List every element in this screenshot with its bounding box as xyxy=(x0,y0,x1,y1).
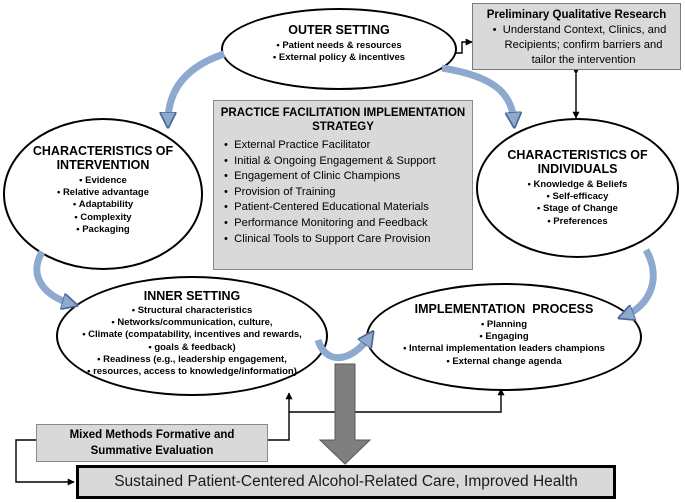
outer-setting-list: Patient needs & resources External polic… xyxy=(223,40,455,64)
characteristics-of-intervention-list: Evidence Relative advantage Adaptability… xyxy=(5,175,201,236)
strategy-item: Patient-Centered Educational Materials xyxy=(224,200,466,216)
inner-setting-item: Climate (compatability, incentives and r… xyxy=(58,329,326,341)
outer-setting-title: OUTER SETTING xyxy=(288,23,390,37)
process-item: Internal implementation leaders champion… xyxy=(368,343,640,355)
process-item: Planning xyxy=(368,319,640,331)
inner-setting-title: INNER SETTING xyxy=(143,289,241,303)
strategy-item: Initial & Ongoing Engagement & Support xyxy=(224,154,466,170)
outer-setting-item: External policy & incentives xyxy=(223,52,455,64)
intervention-item: Relative advantage xyxy=(5,187,201,199)
outcome-text: Sustained Patient-Centered Alcohol-Relat… xyxy=(114,473,578,490)
inner-setting-item: Readiness (e.g., leadership engagement, xyxy=(58,354,326,366)
characteristics-of-individuals-list: Knowledge & Beliefs Self-efficacy Stage … xyxy=(478,179,677,228)
practice-facilitation-strategy-box: PRACTICE FACILITATION IMPLEMENTATION STR… xyxy=(213,100,473,270)
mixed-methods-evaluation-box: Mixed Methods Formative and Summative Ev… xyxy=(36,424,268,462)
intervention-item: Complexity xyxy=(5,212,201,224)
strategy-item: Performance Monitoring and Feedback xyxy=(224,216,466,232)
process-item: External change agenda xyxy=(368,356,640,368)
inner-setting-item-continued: goals & feedback) xyxy=(58,342,326,354)
preliminary-research-title: Preliminary Qualitative Research xyxy=(486,9,667,21)
characteristics-of-intervention-ellipse: CHARACTERISTICS OF INTERVENTION Evidence… xyxy=(3,118,203,270)
preliminary-research-text: Understand Context, Clinics, and Recipie… xyxy=(502,24,667,66)
strategy-item: Engagement of Clinic Champions xyxy=(224,169,466,185)
intervention-item: Adaptability xyxy=(5,199,201,211)
characteristics-of-individuals-ellipse: CHARACTERISTICS OF INDIVIDUALS Knowledge… xyxy=(476,118,679,258)
evaluation-to-outcome-connector xyxy=(15,439,75,486)
individuals-item: Self-efficacy xyxy=(478,191,677,203)
process-item: Engaging xyxy=(368,331,640,343)
inner-setting-item: Networks/communication, culture, xyxy=(58,317,326,329)
evaluation-line1: Mixed Methods Formative and xyxy=(69,429,235,441)
intervention-item: Packaging xyxy=(5,224,201,236)
characteristics-of-intervention-title-line2: INTERVENTION xyxy=(56,158,150,172)
evaluation-to-process-connector xyxy=(289,388,505,413)
strategy-item: Provision of Training xyxy=(224,185,466,201)
preliminary-research-box: Preliminary Qualitative Research • Under… xyxy=(472,3,681,70)
strategy-list: External Practice Facilitator Initial & … xyxy=(214,138,472,247)
evaluation-to-inner-connector xyxy=(268,392,293,441)
intervention-item: Evidence xyxy=(5,175,201,187)
inner-setting-list: Structural characteristics Networks/comm… xyxy=(58,305,326,378)
inner-setting-ellipse: INNER SETTING Structural characteristics… xyxy=(56,276,328,396)
implementation-process-title: IMPLEMENTATION PROCESS xyxy=(414,302,594,316)
strategy-title: PRACTICE FACILITATION IMPLEMENTATION STR… xyxy=(220,107,466,133)
sustained-care-outcome-box: Sustained Patient-Centered Alcohol-Relat… xyxy=(76,465,616,499)
implementation-process-list: Planning Engaging Internal implementatio… xyxy=(368,319,640,368)
individuals-item: Knowledge & Beliefs xyxy=(478,179,677,191)
evaluation-line2: Summative Evaluation xyxy=(90,444,214,457)
preliminary-research-body: • Understand Context, Clinics, and Recip… xyxy=(485,23,674,68)
inner-setting-item: Structural characteristics xyxy=(58,305,326,317)
outer-to-research-connector xyxy=(455,38,473,54)
bullet-icon: • xyxy=(492,24,503,36)
characteristics-of-individuals-title-line1: CHARACTERISTICS OF xyxy=(507,148,648,162)
outer-setting-ellipse: OUTER SETTING Patient needs & resources … xyxy=(221,8,457,90)
characteristics-of-individuals-title-line2: INDIVIDUALS xyxy=(537,162,618,176)
strategy-item: External Practice Facilitator xyxy=(224,138,466,154)
outer-setting-item: Patient needs & resources xyxy=(223,40,455,52)
individuals-item: Stage of Change xyxy=(478,203,677,215)
strategy-item: Clinical Tools to Support Care Provision xyxy=(224,232,466,248)
characteristics-of-intervention-title-line1: CHARACTERISTICS OF xyxy=(32,144,174,158)
inner-setting-item-continued: resources, access to knowledge/informati… xyxy=(58,366,326,378)
implementation-process-ellipse: IMPLEMENTATION PROCESS Planning Engaging… xyxy=(366,283,642,391)
individuals-item: Preferences xyxy=(478,216,677,228)
